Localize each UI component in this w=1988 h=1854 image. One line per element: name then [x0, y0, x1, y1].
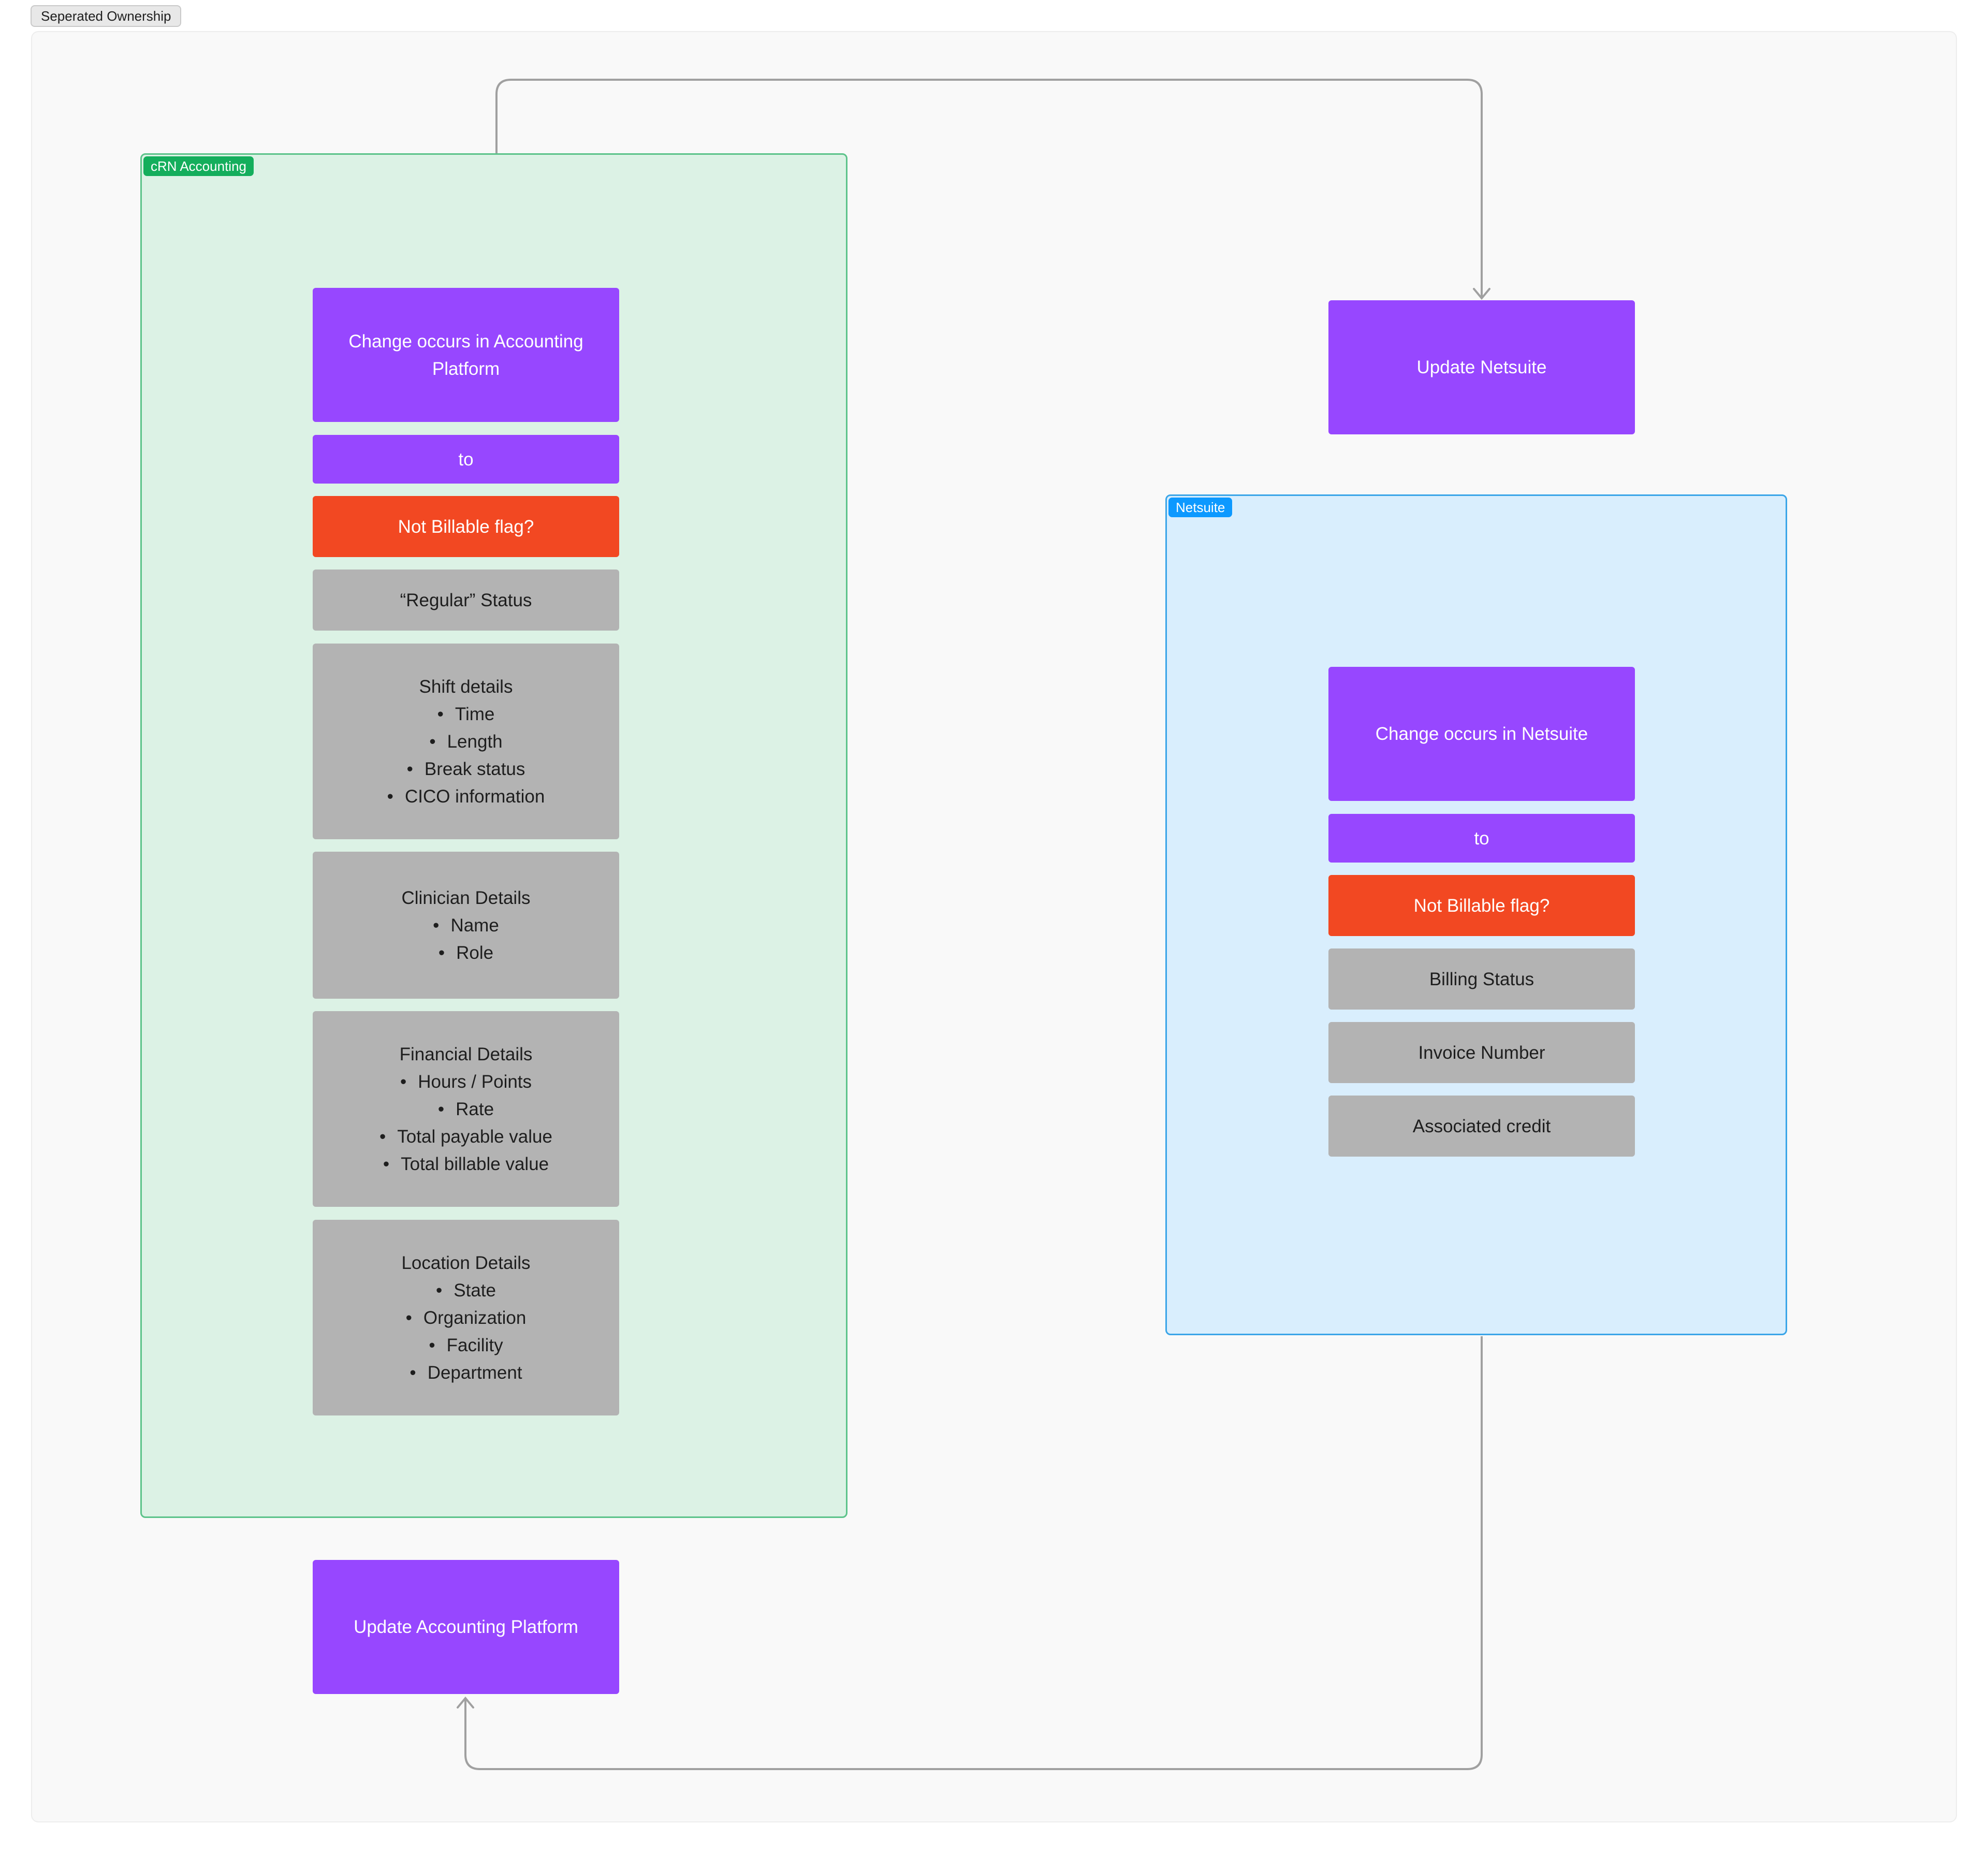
list-item: Facility — [406, 1332, 527, 1359]
list-item: Department — [406, 1359, 527, 1386]
connector-netsuite-to-accounting[interactable] — [464, 1336, 1483, 1770]
node-billing-status[interactable]: Billing Status — [1328, 948, 1635, 1010]
node-location-details[interactable]: Location Details State Organization Faci… — [313, 1220, 619, 1415]
node-not-billable-flag-accounting[interactable]: Not Billable flag? — [313, 496, 619, 557]
list-item: Hours / Points — [379, 1068, 552, 1096]
section-label-netsuite[interactable]: Netsuite — [1168, 498, 1233, 517]
location-details-list: State Organization Facility Department — [406, 1277, 527, 1386]
list-item: Organization — [406, 1304, 526, 1332]
node-financial-details[interactable]: Financial Details Hours / Points Rate To… — [313, 1011, 619, 1207]
list-item: CICO information — [387, 783, 545, 810]
node-update-netsuite[interactable]: Update Netsuite — [1328, 300, 1635, 434]
list-item: State — [406, 1277, 527, 1304]
list-item: Length — [387, 728, 545, 755]
node-change-netsuite[interactable]: Change occurs in Netsuite — [1328, 667, 1635, 801]
list-item: Total billable value — [379, 1150, 552, 1178]
list-item: Time — [387, 700, 545, 728]
list-item: Break status — [387, 755, 545, 783]
arrowhead-update-accounting — [457, 1696, 474, 1709]
node-not-billable-flag-netsuite[interactable]: Not Billable flag? — [1328, 875, 1635, 936]
clinician-details-title: Clinician Details — [401, 887, 531, 908]
node-to-netsuite[interactable]: to — [1328, 814, 1635, 863]
frame-title[interactable]: Seperated Ownership — [31, 5, 182, 27]
arrowhead-update-netsuite — [1473, 288, 1490, 300]
node-associated-credit[interactable]: Associated credit — [1328, 1096, 1635, 1157]
section-label-crn-accounting[interactable]: cRN Accounting — [143, 156, 254, 176]
node-shift-details[interactable]: Shift details Time Length Break status C… — [313, 644, 619, 839]
node-regular-status[interactable]: “Regular” Status — [313, 570, 619, 631]
financial-details-title: Financial Details — [399, 1044, 533, 1064]
node-update-accounting-platform[interactable]: Update Accounting Platform — [313, 1560, 619, 1694]
list-item: Name — [433, 912, 499, 939]
node-change-accounting[interactable]: Change occurs in Accounting Platform — [313, 288, 619, 422]
clinician-details-list: Name Role — [433, 912, 499, 967]
financial-details-list: Hours / Points Rate Total payable value … — [379, 1068, 552, 1178]
node-to-accounting[interactable]: to — [313, 435, 619, 484]
shift-details-list: Time Length Break status CICO informatio… — [387, 700, 545, 810]
node-invoice-number[interactable]: Invoice Number — [1328, 1022, 1635, 1083]
location-details-title: Location Details — [401, 1252, 531, 1273]
connector-accounting-to-netsuite[interactable] — [495, 79, 1483, 297]
node-clinician-details[interactable]: Clinician Details Name Role — [313, 852, 619, 999]
list-item: Total payable value — [379, 1123, 552, 1150]
shift-details-title: Shift details — [419, 676, 513, 697]
list-item: Role — [433, 939, 499, 967]
list-item: Rate — [379, 1096, 552, 1123]
